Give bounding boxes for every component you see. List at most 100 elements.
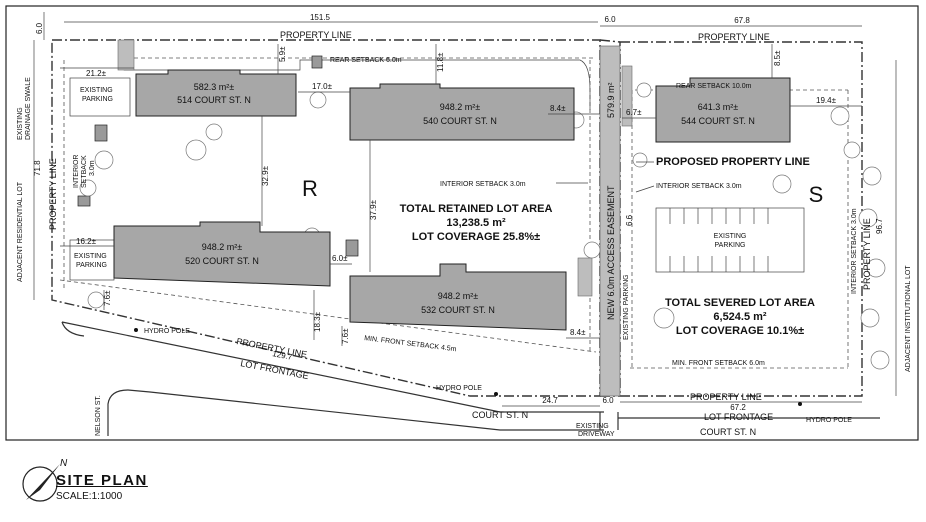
- building-544-area: 641.3 m²±: [698, 102, 739, 112]
- interior-setback-right: INTERIOR SETBACK 3.0m: [851, 208, 858, 294]
- hydro-pole-w-icon: [134, 328, 138, 332]
- lot-r-area: 13,238.5 m²: [446, 217, 506, 229]
- dim-32-9: 32.9±: [261, 165, 270, 186]
- site-features: [69, 39, 805, 297]
- dim-front-r: 129.7: [272, 349, 294, 362]
- hydro-pole-e-label: HYDRO POLE: [806, 417, 852, 424]
- dim-right-depth: 96.7: [875, 218, 884, 234]
- interior-setback-left-3: 3.0m: [89, 160, 96, 176]
- min-front-setback-s: MIN. FRONT SETBACK 6.0m: [672, 360, 765, 367]
- shed-top: [311, 55, 323, 69]
- existing-parking-w-1: EXISTING: [74, 253, 107, 260]
- streets: [61, 321, 880, 436]
- building-532-address: 532 COURT ST. N: [421, 305, 495, 315]
- existing-driveway-1: EXISTING: [576, 423, 609, 430]
- dim-19-4: 19.4±: [816, 96, 837, 105]
- access-easement-label: NEW 6.0m ACCESS EASEMENT: [606, 185, 616, 320]
- interior-setback-left-2: SETBACK: [81, 155, 88, 188]
- existing-parking-s-1: EXISTING: [714, 233, 747, 240]
- dim-16-2: 16.2±: [76, 237, 97, 246]
- dim-bottom-6-0: 6.0: [602, 396, 614, 405]
- hydro-pole-mid-icon: [494, 392, 498, 396]
- lot-r-letter: R: [302, 176, 318, 201]
- rear-setback-label: REAR SETBACK 6.0m: [330, 57, 402, 64]
- existing-parking-s: [655, 207, 805, 273]
- front-setback-r-line: [59, 279, 597, 353]
- existing-parking-nw: [69, 77, 131, 117]
- building-520-area: 948.2 m²±: [202, 242, 243, 252]
- building-514-area: 582.3 m²±: [194, 82, 235, 92]
- court-st-south-curb: [107, 389, 604, 436]
- dim-17-0: 17.0±: [312, 82, 333, 91]
- drainage-swale-hatch: [117, 39, 135, 71]
- hydro-pole-e-icon: [798, 402, 802, 406]
- buildings: [113, 69, 791, 331]
- existing-parking-vert: EXISTING PARKING: [623, 274, 630, 340]
- property-line-bottom-s: PROPERTY LINE: [690, 392, 762, 402]
- building-532: [349, 263, 567, 331]
- dim-6-7: 6.7±: [626, 108, 642, 117]
- north-arrow-circle: [22, 466, 58, 502]
- property-line-top-s: PROPERTY LINE: [698, 32, 770, 42]
- dim-left-depth: 71.8: [33, 160, 42, 176]
- proposed-property-line-label: PROPOSED PROPERTY LINE: [656, 156, 810, 168]
- interior-setback-s: INTERIOR SETBACK 3.0m: [656, 183, 742, 190]
- building-540: [349, 83, 575, 141]
- plan-scale: SCALE:1:1000: [56, 491, 123, 502]
- dim-18-3: 18.3±: [313, 311, 322, 332]
- dim-8-4-top: 8.4±: [550, 104, 566, 113]
- dimension-lines: [33, 12, 897, 407]
- title-block: N: [22, 458, 68, 502]
- dim-6-0-mid: 6.0±: [332, 254, 348, 263]
- access-easement-strip: [599, 45, 621, 397]
- existing-parking-nw-1: EXISTING: [80, 87, 113, 94]
- nelson-st-label: NELSON ST.: [95, 395, 102, 436]
- parking-stalls: [669, 208, 769, 272]
- shed-nw: [94, 124, 108, 142]
- court-st-label-r: COURT ST. N: [472, 410, 528, 420]
- interior-setback-s-leader: [635, 185, 655, 193]
- easement-area-label: 579.9 m²: [606, 82, 616, 118]
- building-520-address: 520 COURT ST. N: [185, 256, 259, 266]
- nelson-st-curb: [61, 321, 85, 337]
- building-514: [135, 69, 297, 117]
- easement-island-hatch: [621, 65, 633, 127]
- dim-7-6-mid: 7.6±: [341, 328, 350, 344]
- dim-5-9: 5.9±: [278, 46, 287, 62]
- court-st-label-s: COURT ST. N: [700, 427, 756, 437]
- building-520: [113, 221, 331, 287]
- lot-s-title: TOTAL SEVERED LOT AREA: [665, 297, 815, 309]
- court-st-north-curb: [61, 321, 604, 413]
- hydro-pole-w-label: HYDRO POLE: [144, 328, 190, 335]
- plan-title: SITE PLAN: [56, 472, 148, 489]
- hydro-pole-mid-label: HYDRO POLE: [436, 385, 482, 392]
- property-line-right: PROPERTY LINE: [862, 218, 872, 290]
- lot-s-area: 6,524.5 m²: [713, 311, 767, 323]
- existing-parking-s-2: PARKING: [715, 242, 746, 249]
- building-540-address: 540 COURT ST. N: [423, 116, 497, 126]
- existing-driveway-2: DRIVEWAY: [578, 431, 615, 438]
- building-544-address: 544 COURT ST. N: [681, 116, 755, 126]
- dim-top-r: 151.5: [310, 13, 331, 22]
- property-line-left: PROPERTY LINE: [48, 158, 58, 230]
- interior-setback-left-1: INTERIOR: [73, 155, 80, 188]
- lot-frontage-s: LOT FRONTAGE: [704, 412, 773, 422]
- building-532-area: 948.2 m²±: [438, 291, 479, 301]
- drainage-swale-label-1: EXISTING: [17, 107, 24, 140]
- building-540-area: 948.2 m²±: [440, 102, 481, 112]
- dim-top-easement: 6.0: [604, 15, 616, 24]
- existing-parking-w-2: PARKING: [76, 262, 107, 269]
- adjacent-residential-label: ADJACENT RESIDENTIAL LOT: [17, 181, 24, 282]
- lot-r-title: TOTAL RETAINED LOT AREA: [400, 203, 553, 215]
- dim-7-6-left: 7.6±: [103, 290, 112, 306]
- dim-top-s: 67.8: [734, 16, 750, 25]
- north-arrow-icon: [26, 464, 60, 500]
- shed-w: [77, 195, 91, 207]
- adjacent-institutional-label: ADJACENT INSTITUTIONAL LOT: [905, 265, 912, 372]
- property-line-top-r: PROPERTY LINE: [280, 30, 352, 40]
- shed-mid: [345, 239, 359, 257]
- interior-setback-mid: INTERIOR SETBACK 3.0m: [440, 181, 526, 188]
- dim-left-top: 6.0: [35, 22, 44, 34]
- easement-parking-hatch: [577, 257, 593, 297]
